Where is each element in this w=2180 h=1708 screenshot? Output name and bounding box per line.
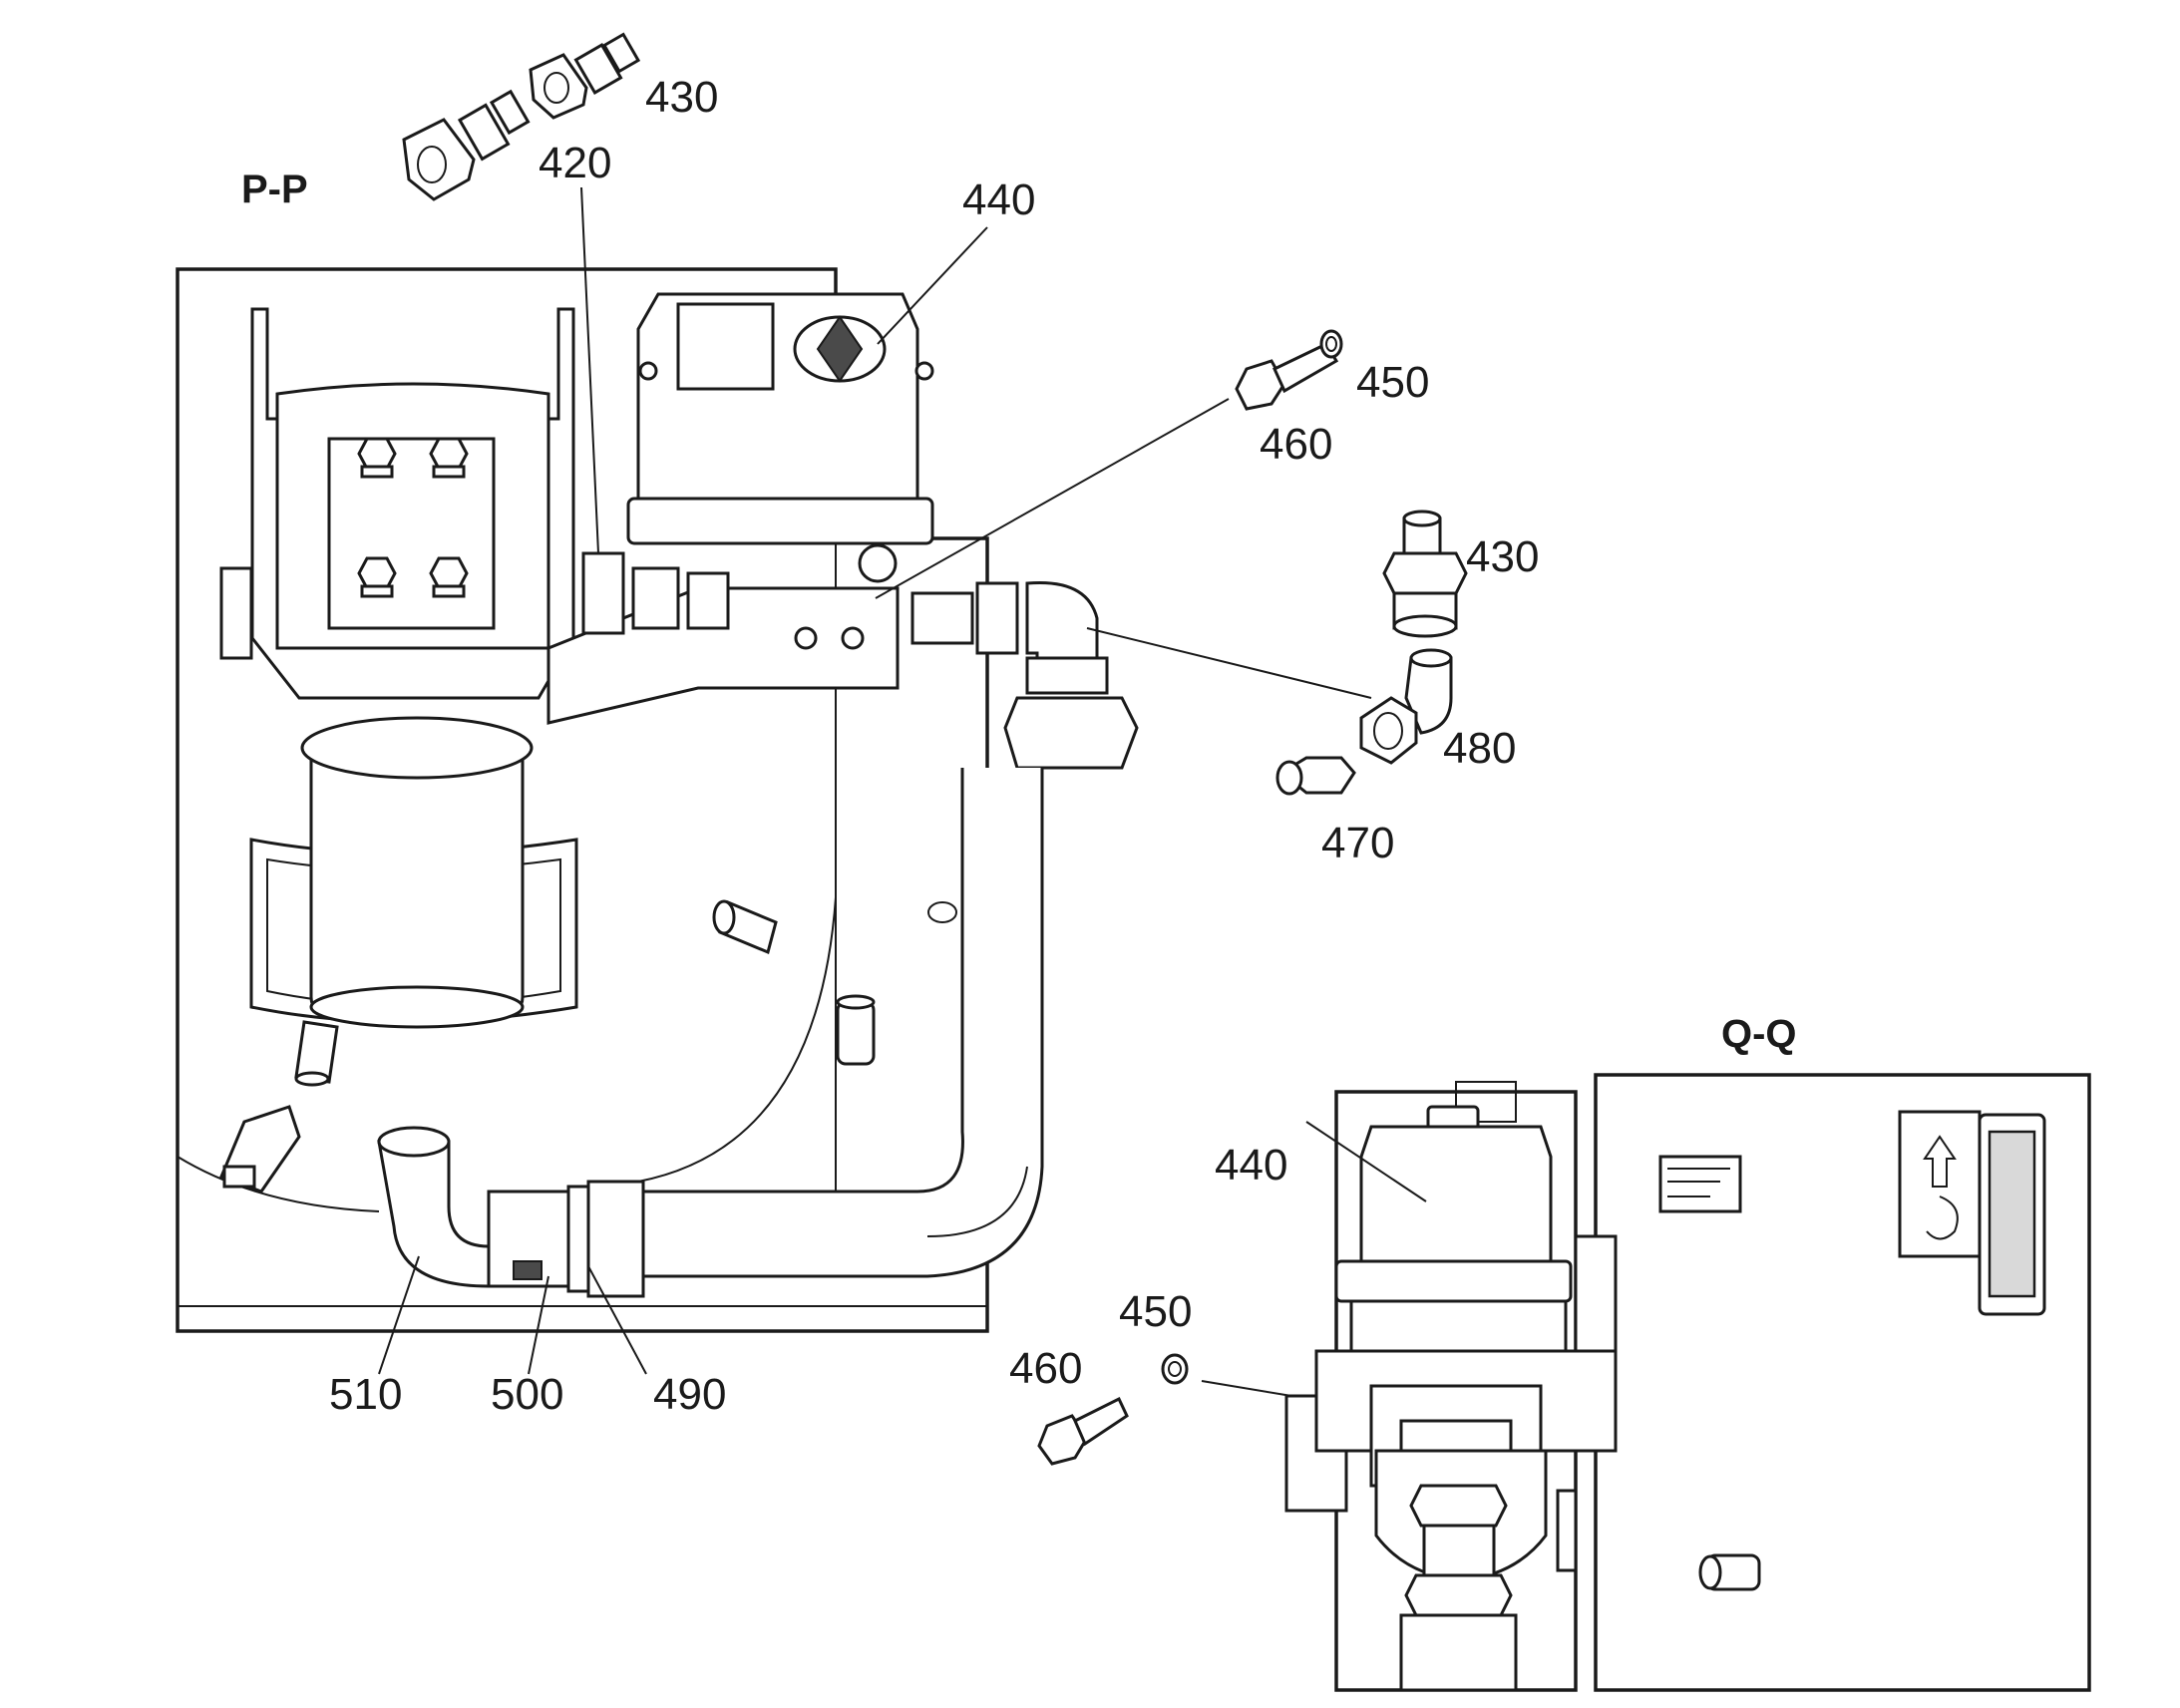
connector-top-small	[529, 32, 641, 120]
pipe-elbow	[377, 1126, 491, 1288]
adapter-430	[1382, 510, 1468, 638]
hex-fitting	[487, 1190, 570, 1288]
callout-440-pp: 440	[962, 175, 1035, 224]
qq-side-clip	[1978, 1113, 2046, 1316]
nipple-470	[1275, 756, 1356, 796]
hose-assembly	[636, 696, 1139, 1278]
qq-washer	[1161, 1353, 1189, 1385]
bracket-bolt-2	[429, 437, 469, 479]
callout-450-pp: 450	[1356, 358, 1429, 407]
callout-480: 480	[1443, 724, 1516, 773]
view-pp: P-P	[176, 32, 1539, 1419]
callout-440-qq: 440	[1215, 1141, 1287, 1190]
union-fitting	[566, 1180, 645, 1298]
callout-490: 490	[653, 1370, 726, 1419]
qq-bolt	[1037, 1396, 1129, 1466]
view-qq: Q-Q	[1009, 1012, 2091, 1692]
bracket-bolt-1	[357, 437, 397, 479]
callout-460-pp: 460	[1260, 420, 1332, 469]
view-qq-title: Q-Q	[1721, 1012, 1797, 1056]
qq-pressure-switch	[1284, 1105, 1618, 1692]
washer	[1319, 329, 1343, 359]
filter-canister	[300, 716, 534, 1029]
bolt	[1235, 342, 1339, 411]
callout-450-qq: 450	[1119, 1287, 1192, 1336]
spacers	[219, 899, 957, 1194]
bar-fittings	[581, 543, 898, 650]
view-pp-title: P-P	[241, 168, 308, 211]
leader-lines-qq	[1201, 1121, 1427, 1397]
qq-spacer	[1698, 1553, 1761, 1591]
callout-470: 470	[1321, 819, 1394, 867]
callout-500: 500	[491, 1370, 563, 1419]
connector-top-large	[402, 89, 531, 201]
callout-430-top: 430	[645, 73, 718, 122]
pressure-switch	[626, 292, 934, 545]
callout-510: 510	[329, 1370, 402, 1419]
bracket-bolt-4	[429, 556, 469, 598]
bracket-bolt-3	[357, 556, 397, 598]
lifting-hook-symbol	[1898, 1110, 1982, 1258]
filter-bracket	[219, 307, 575, 700]
swivel-elbow-fitting	[910, 580, 1109, 695]
callout-460-qq: 460	[1009, 1344, 1082, 1393]
elbow-480	[1359, 648, 1453, 765]
callout-430-mid: 430	[1466, 532, 1539, 581]
callout-420: 420	[539, 139, 611, 187]
leader-lines-pp	[378, 186, 1372, 1375]
qq-nameplate	[1658, 1155, 1742, 1213]
